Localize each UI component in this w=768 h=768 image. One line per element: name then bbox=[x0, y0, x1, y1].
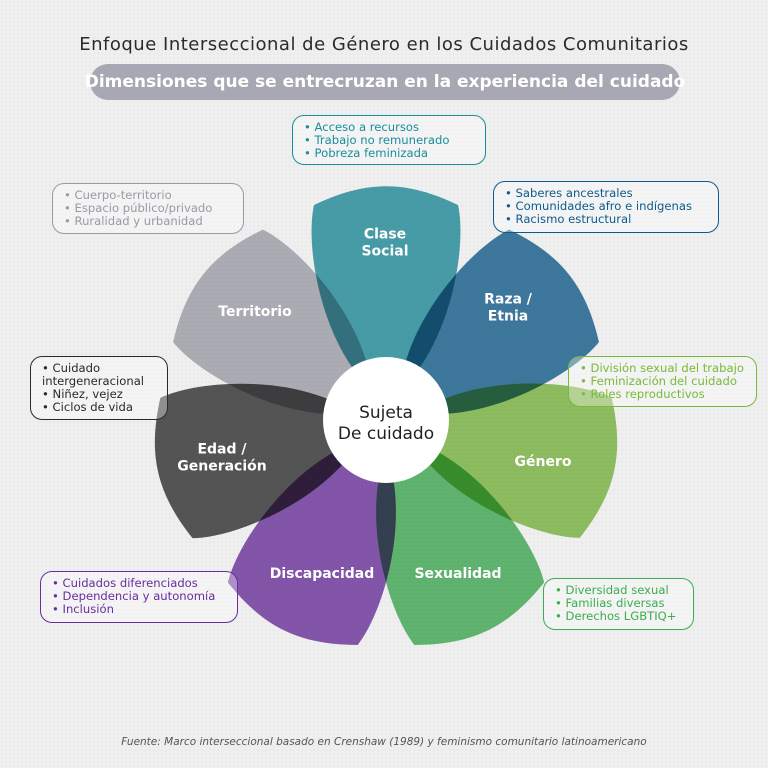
sexualidad-item: Diversidad sexual bbox=[555, 584, 683, 597]
clase-item: Trabajo no remunerado bbox=[304, 134, 475, 147]
petal-edad bbox=[154, 383, 369, 539]
genero-box: División sexual del trabajo Feminización… bbox=[568, 356, 757, 407]
territorio-item: Espacio público/privado bbox=[64, 202, 233, 215]
edad-item: Cuidado intergeneracional bbox=[42, 362, 157, 388]
raza-item: Comunidades afro e indígenas bbox=[505, 200, 708, 213]
subtitle-text: Dimensiones que se entrecruzan en la exp… bbox=[84, 72, 686, 92]
clase-item: Pobreza feminizada bbox=[304, 147, 475, 160]
territorio-item: Ruralidad y urbanidad bbox=[64, 215, 233, 228]
edad-item: Niñez, vejez bbox=[42, 388, 157, 401]
discapacidad-item: Cuidados diferenciados bbox=[52, 577, 227, 590]
petal-label-edad: Edad /Generación bbox=[177, 442, 266, 475]
discapacidad-box: Cuidados diferenciados Dependencia y aut… bbox=[40, 571, 238, 623]
petal-label-genero: Género bbox=[515, 454, 572, 470]
discapacidad-item: Dependencia y autonomía bbox=[52, 590, 227, 603]
center-line-1: Sujeta bbox=[359, 403, 413, 423]
raza-item: Saberes ancestrales bbox=[505, 187, 708, 200]
petal-genero bbox=[403, 383, 618, 538]
genero-item: División sexual del trabajo bbox=[580, 362, 746, 375]
clase-social-box: Acceso a recursos Trabajo no remunerado … bbox=[292, 115, 486, 165]
genero-item: Feminización del cuidado bbox=[580, 375, 746, 388]
sexualidad-item: Familias diversas bbox=[555, 597, 683, 610]
raza-etnia-box: Saberes ancestrales Comunidades afro e i… bbox=[493, 181, 719, 233]
petal-label-raza: Raza /Etnia bbox=[484, 292, 533, 325]
petal-label-territorio: Territorio bbox=[218, 304, 292, 320]
center-line-2: De cuidado bbox=[338, 424, 434, 444]
sexualidad-item: Derechos LGBTIQ+ bbox=[555, 610, 683, 623]
petal-label-discapacidad: Discapacidad bbox=[270, 566, 375, 582]
edad-item: Ciclos de vida bbox=[42, 401, 157, 414]
petal-raza bbox=[399, 229, 599, 414]
petal-territorio bbox=[173, 229, 373, 414]
diagram-title: Enfoque Interseccional de Género en los … bbox=[79, 34, 689, 55]
edad-generacion-box: Cuidado intergeneracional Niñez, vejez C… bbox=[30, 356, 168, 420]
petal-sexualidad bbox=[376, 436, 545, 645]
sexualidad-box: Diversidad sexual Familias diversas Dere… bbox=[543, 578, 694, 630]
raza-item: Racismo estructural bbox=[505, 213, 708, 226]
territorio-box: Cuerpo-territorio Espacio público/privad… bbox=[52, 183, 244, 234]
genero-item: Roles reproductivos bbox=[580, 388, 746, 401]
subtitle-banner: Dimensiones que se entrecruzan en la exp… bbox=[85, 64, 685, 100]
center-circle bbox=[323, 357, 449, 483]
petal-label-sexualidad: Sexualidad bbox=[414, 566, 501, 582]
territorio-item: Cuerpo-territorio bbox=[64, 189, 233, 202]
source-note: Fuente: Marco interseccional basado en C… bbox=[121, 736, 647, 748]
discapacidad-item: Inclusión bbox=[52, 603, 227, 616]
petal-discapacidad bbox=[227, 436, 396, 645]
clase-item: Acceso a recursos bbox=[304, 121, 475, 134]
